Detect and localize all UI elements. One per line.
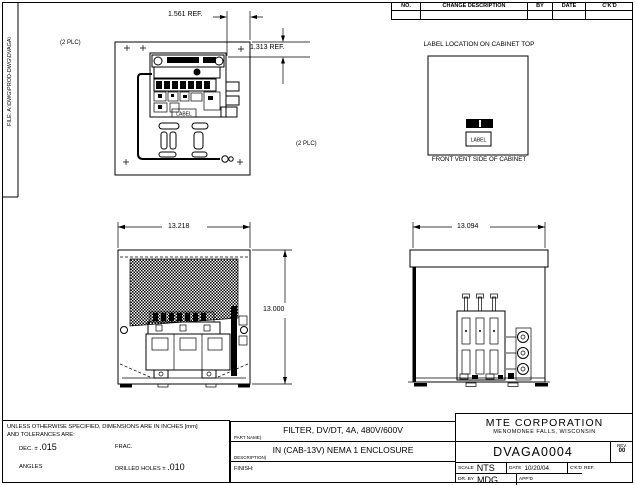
dim-13094-label: 13.094: [456, 223, 480, 230]
drilled-holes-value: .010: [167, 462, 185, 472]
front-view-drawing: [117, 222, 292, 388]
file-strip: [3, 2, 19, 198]
ckd-cell: C'K'D: [568, 463, 582, 474]
terminal-stack-side: [506, 327, 532, 381]
vent-grille: [129, 258, 239, 327]
dim-13000-label: 13.000: [262, 306, 286, 313]
panel-vent-slots: [158, 122, 209, 158]
dim-1313-lines: [228, 28, 310, 84]
scale-label: SCALE: [458, 465, 474, 471]
side-hole-right: [240, 326, 248, 334]
description-label: DESCRIPTION): [234, 455, 267, 460]
label-view-title: LABEL LOCATION ON CABINET TOP: [423, 41, 535, 48]
frac-tolerance-label: FRAC.: [115, 444, 133, 450]
rev-col-no: NO.: [391, 2, 420, 11]
label-location-drawing: LABEL: [427, 55, 529, 156]
mounting-hole-marks: [123, 45, 244, 165]
dim-1313-label: 1.313 REF.: [250, 44, 285, 51]
tolerance-notes-block: UNLESS OTHERWISE SPECIFIED, DIMENSIONS A…: [3, 420, 230, 482]
dim-13000-lines: [252, 249, 292, 385]
title-block-grid: SCALE NTS DATE 10/20/04 C'K'D REF. DR. B…: [456, 463, 633, 485]
label-view-caption: FRONT VENT SIDE OF CABINET: [431, 156, 527, 163]
side-view-drawing: [408, 222, 550, 387]
revision-table: NO. CHANGE DESCRIPTION BY DATE C'K'D: [391, 2, 633, 20]
title-block-right: MTE CORPORATION MENOMONEE FALLS, WISCONS…: [455, 413, 633, 485]
component-outlines: [153, 91, 221, 113]
company-section: MTE CORPORATION MENOMONEE FALLS, WISCONS…: [456, 417, 633, 442]
rev-col-description: CHANGE DESCRIPTION: [420, 2, 527, 11]
component-fills: [158, 94, 213, 109]
date-label: DATE: [509, 465, 522, 471]
title-block-center: FILTER, DV/DT, 4A, 480V/600V PART NAME) …: [230, 421, 455, 482]
assembly-tiny-label: LABEL: [176, 112, 192, 118]
ckd-label: C'K'D: [570, 465, 582, 471]
dec-tolerance-label: DEC. ±: [19, 446, 38, 452]
rev-box: REV. 00: [610, 442, 633, 462]
part-name: FILTER, DV/DT, 4A, 480V/600V: [283, 425, 403, 435]
side-hole-left: [120, 326, 128, 334]
revision-empty-row: [391, 11, 633, 20]
appd-cell: APP'D: [517, 474, 633, 485]
rev-col-by: BY: [527, 2, 552, 11]
scale-cell: SCALE NTS: [456, 463, 507, 474]
label-box: [465, 131, 492, 147]
drby-cell: DR. BY MDG: [456, 474, 517, 485]
top-view-drawing: LABEL: [114, 11, 310, 176]
rev-label: REV.: [616, 443, 628, 448]
ref-cell: REF.: [582, 463, 633, 474]
drawing-number: DVAGA0004: [493, 445, 573, 459]
plc-note-right: (2 PLC): [296, 141, 317, 147]
rev-col-date: DATE: [552, 2, 585, 11]
notes-line1: UNLESS OTHERWISE SPECIFIED, DIMENSIONS A…: [7, 424, 198, 430]
ground-wire: [137, 73, 234, 163]
ref-label: REF.: [584, 466, 595, 471]
drawing-number-row: DVAGA0004 REV. 00: [456, 442, 633, 463]
date-cell: DATE 10/20/04: [507, 463, 568, 474]
dim-1561-label: 1.561 REF.: [168, 11, 203, 18]
filter-assembly-top: LABEL: [149, 52, 240, 118]
description: IN (CAB-13V) NEMA 1 ENCLOSURE: [272, 445, 414, 455]
terminal-teeth: [156, 81, 210, 89]
company-location: MENOMONEE FALLS, WISCONSIN: [493, 429, 596, 435]
part-name-row: FILTER, DV/DT, 4A, 480V/600V PART NAME): [231, 422, 455, 442]
angles-label: ANGLES: [19, 464, 43, 470]
label-box-text: LABEL: [471, 138, 487, 144]
rev-col-ckd: C'K'D: [585, 2, 633, 11]
part-name-label: PART NAME): [234, 435, 262, 440]
drby-label: DR. BY: [458, 477, 474, 482]
appd-label: APP'D: [519, 477, 533, 482]
dim-1561-lines: [213, 11, 263, 56]
notes-line2: AND TOLERANCES ARE:: [7, 431, 75, 438]
reactor-assembly-front: [145, 306, 248, 379]
capacitor-assembly-side: [456, 293, 506, 381]
finish-label: FINISH:: [234, 466, 254, 472]
dec-tolerance-value: .015: [39, 442, 57, 452]
scale-value: NTS: [476, 463, 495, 473]
dim-13218-label: 13.218: [167, 223, 191, 230]
description-row: IN (CAB-13V) NEMA 1 ENCLOSURE DESCRIPTIO…: [231, 442, 455, 462]
rev-value: 00: [618, 448, 626, 455]
finish-row: FINISH:: [231, 462, 455, 482]
company-name: MTE CORPORATION: [485, 417, 604, 429]
date-value: 10/20/04: [524, 464, 549, 472]
revision-header-row: NO. CHANGE DESCRIPTION BY DATE C'K'D: [391, 2, 633, 11]
drilled-holes-label: DRILLED HOLES ±: [115, 466, 166, 472]
plc-note-left: (2 PLC): [60, 40, 81, 46]
drby-value: MDG: [477, 474, 498, 485]
